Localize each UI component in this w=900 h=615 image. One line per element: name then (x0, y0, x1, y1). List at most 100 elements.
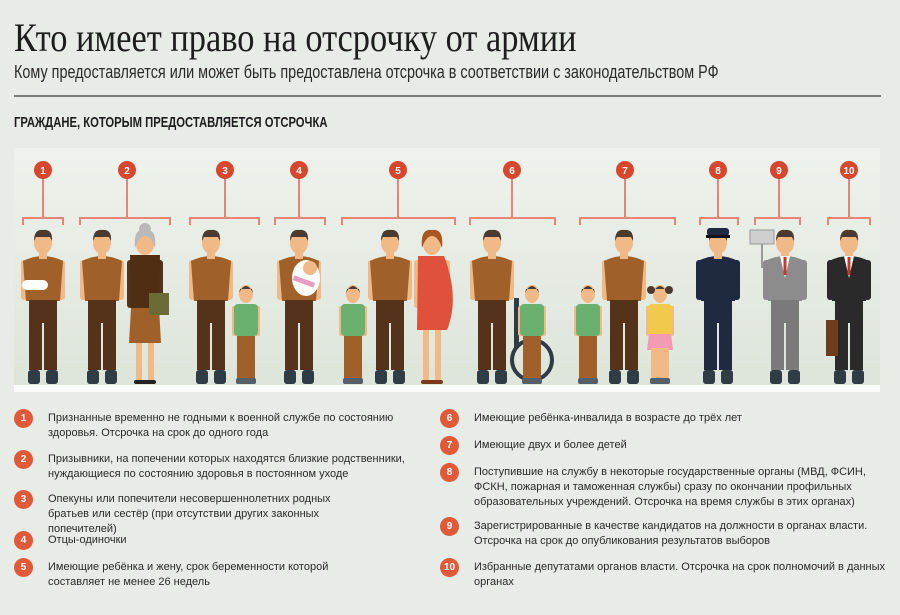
legend-item-5: 5 Имеющие ребёнка и жену, срок беременнос… (14, 558, 388, 590)
hair (653, 286, 667, 293)
group-marker-7: 7 (579, 161, 676, 225)
number-label: 1 (40, 166, 46, 177)
head (525, 285, 539, 303)
number-badge (34, 161, 52, 179)
hair (239, 286, 253, 293)
number-label: 7 (622, 166, 628, 177)
head (202, 232, 220, 254)
head (581, 285, 595, 303)
shoes (343, 378, 363, 384)
group-marker-3: 3 (189, 161, 260, 225)
man-figure (368, 229, 412, 384)
hair (134, 229, 156, 248)
head (34, 232, 52, 254)
number-label: 6 (509, 166, 515, 177)
hair (615, 229, 634, 241)
candidate-figure (763, 229, 807, 384)
shoe (495, 370, 507, 384)
deputy-figure (827, 229, 871, 384)
head (381, 232, 399, 254)
shoe (46, 370, 58, 384)
torso (472, 256, 512, 301)
legend-text: Имеющие ребёнка и жену, срок беременност… (48, 561, 329, 588)
hair (346, 286, 360, 293)
head (239, 285, 253, 303)
group-marker-6: 6 (469, 161, 556, 225)
tie (783, 257, 787, 275)
legend-text: Призывники, на попечении которых находят… (48, 453, 405, 480)
torso (82, 256, 122, 301)
hair (776, 229, 795, 241)
number-label: 8 (715, 166, 721, 177)
skirt (647, 334, 673, 350)
torso (648, 304, 672, 336)
hair (483, 229, 502, 241)
legend-number-badge: 6 (440, 409, 459, 428)
head (136, 233, 154, 255)
head (483, 232, 501, 254)
legs (651, 348, 669, 380)
group-marker-1: 1 (22, 161, 64, 225)
shoe (284, 370, 296, 384)
head (290, 232, 308, 254)
hair (34, 229, 53, 241)
shoes (421, 380, 443, 384)
hair (421, 229, 443, 248)
shoe (214, 370, 226, 384)
torso (520, 304, 544, 336)
man-figure (80, 229, 124, 384)
shoe (834, 370, 846, 384)
head (93, 232, 111, 254)
shoes (578, 378, 598, 384)
number-badge (840, 161, 858, 179)
legend-text: Признанные временно не годными к военной… (48, 412, 394, 439)
number-badge (503, 161, 521, 179)
legend-text: Отцы-одиночки (48, 534, 127, 546)
legend-number-badge: 7 (440, 436, 459, 455)
legend-number-badge: 5 (14, 558, 33, 577)
number-label: 3 (222, 166, 228, 177)
head (653, 285, 667, 303)
page-title: Кто имеет право на отсрочку от армии (14, 15, 577, 60)
section-title: ГРАЖДАНЕ, КОТОРЫМ ПРЕДОСТАВЛЯЕТСЯ ОТСРОЧ… (14, 114, 328, 131)
number-badge (616, 161, 634, 179)
legs (344, 336, 362, 380)
number-label: 2 (124, 166, 130, 177)
number-label: 4 (296, 166, 302, 177)
floor (14, 385, 880, 392)
legend-text: Зарегистрированные в качестве кандидатов… (474, 520, 868, 547)
shoe (770, 370, 782, 384)
torso (698, 256, 738, 301)
shoe (703, 370, 715, 384)
torso (576, 304, 600, 336)
torso (370, 256, 410, 301)
legend-text: Избранные депутатами органов власти. Отс… (474, 561, 886, 588)
child-figure (339, 285, 367, 384)
torso (604, 256, 644, 301)
tie (847, 257, 851, 275)
legend-number-badge: 8 (440, 463, 459, 482)
shoe (852, 370, 864, 384)
girl-figure (646, 285, 674, 384)
legend-number-badge: 10 (440, 558, 459, 577)
group-marker-5: 5 (341, 161, 456, 225)
shoes (134, 380, 156, 384)
pregnant-woman (414, 229, 453, 384)
legend-text: Опекуны или попечители несовершеннолетни… (48, 493, 331, 535)
hair (581, 286, 595, 293)
dress (417, 256, 453, 330)
legend-number-badge: 3 (14, 490, 33, 509)
legs (237, 336, 255, 380)
child-figure (574, 285, 602, 384)
legend-text: Поступившие на службу в некоторые госуда… (474, 466, 866, 508)
page-subtitle: Кому предоставляется или может быть пред… (14, 62, 719, 82)
shoe (788, 370, 800, 384)
man-figure (189, 229, 233, 384)
arm-cast-icon (22, 280, 48, 290)
hair (381, 229, 400, 241)
